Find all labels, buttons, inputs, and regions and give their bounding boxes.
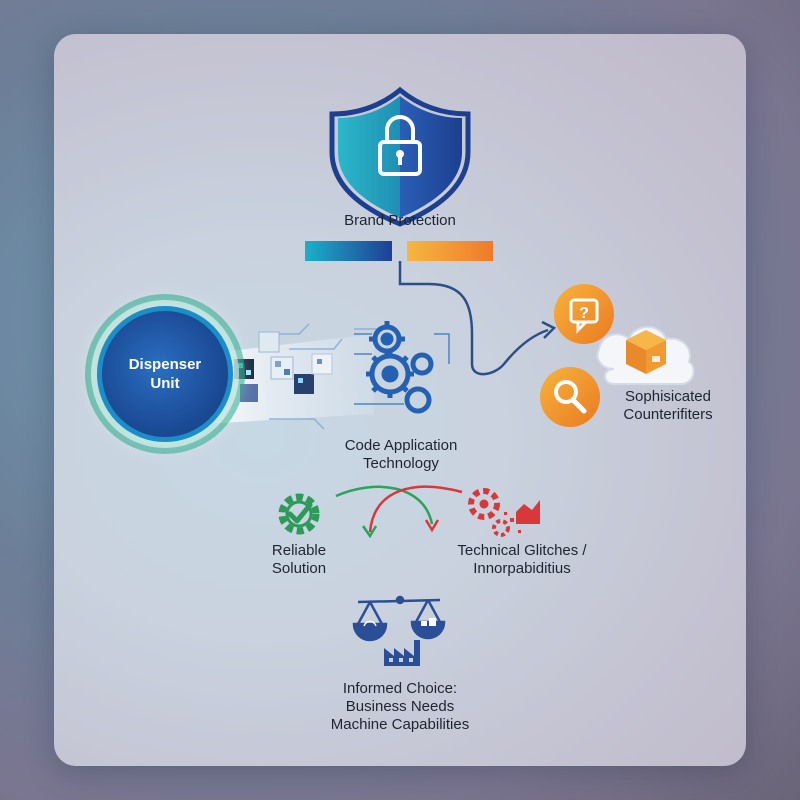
shield-lock-icon	[329, 86, 471, 227]
broken-gears-icon	[468, 488, 540, 537]
package-box-icon	[626, 330, 666, 374]
counterfeiters-label: Sophisicated Counterifiters	[623, 388, 713, 423]
magnifier-icon	[540, 367, 600, 427]
diagram-card: ?	[54, 34, 746, 766]
connector-arrowhead	[541, 320, 557, 339]
alert-bubble-icon	[554, 284, 614, 344]
svg-text:?: ?	[579, 305, 589, 322]
code-squares	[234, 331, 333, 402]
brand-bar-blue	[305, 241, 392, 261]
circuit-traces	[259, 323, 394, 430]
technical-glitches-label: Technical Glitches / Innorpabiditius	[457, 542, 587, 577]
factory-icon	[384, 640, 420, 666]
dispenser-unit-node: Dispenser Unit	[97, 306, 233, 442]
connector-line	[398, 261, 549, 376]
counterfeiter-icons: ?	[540, 284, 695, 427]
diagram-graphics: ?	[204, 86, 695, 666]
arrow-to-solution	[368, 485, 463, 533]
brain-icon	[363, 620, 377, 627]
check-gear-icon	[278, 493, 320, 535]
informed-choice-label: Informed Choice: Business Needs Machine …	[330, 680, 470, 733]
arrow-to-glitches	[335, 485, 434, 525]
code-application-label: Code Application Technology	[344, 437, 458, 472]
reliable-solution-label: Reliable Solution	[271, 542, 327, 577]
gears-icon	[354, 321, 450, 414]
brand-protection-label: Brand Protection	[344, 212, 456, 229]
brand-bar-orange	[407, 241, 493, 261]
scale-icon	[352, 595, 446, 642]
dispenser-unit-label: Dispenser Unit	[128, 356, 202, 392]
